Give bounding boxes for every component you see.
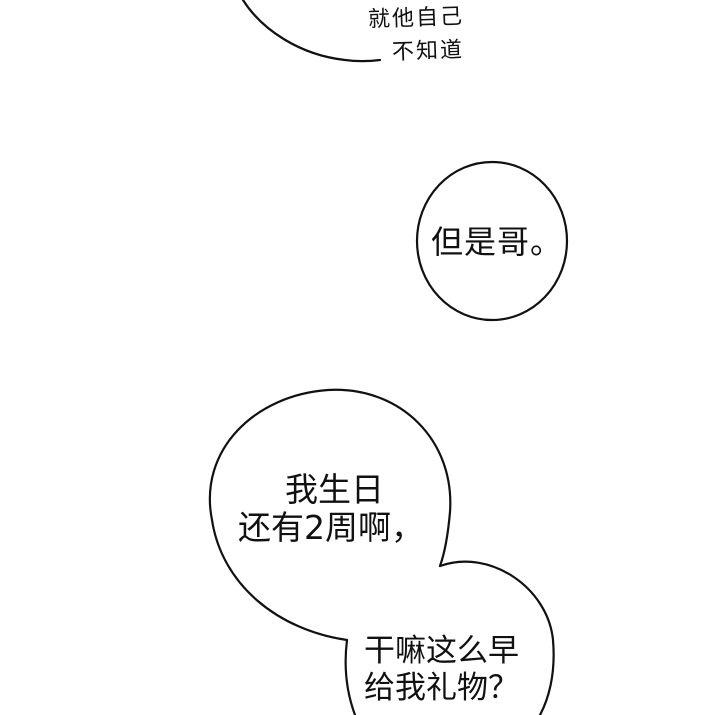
birthday-bubble-outline [209,389,554,715]
whisper-bubble-outline [241,0,382,63]
why-early-line-2: 给我礼物？ [364,670,519,706]
why-early-bubble-stroke-left [344,638,357,715]
why-early-bubble-stroke [438,560,555,715]
birthday-bubble-stroke [208,388,452,642]
but-brother-bubble [415,160,569,322]
whisper-line-1: 就他自己 [367,4,465,33]
whisper-line-2: 不知道 [391,37,465,66]
birthday-line-1: 我生日 [285,470,384,509]
but-brother-text: 但是哥。 [431,223,564,261]
birthday-line-2: 还有2周啊， [238,508,424,547]
why-early-line-1: 干嘛这么早 [364,633,519,669]
